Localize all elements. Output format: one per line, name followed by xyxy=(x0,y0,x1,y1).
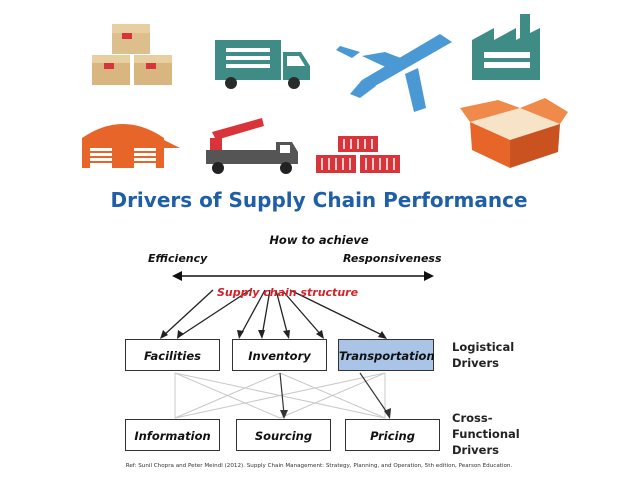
supply-chain-structure-label: Supply chain structure xyxy=(217,286,359,299)
vertical-arrowheads xyxy=(280,408,391,419)
driver-box-transportation: Transportation xyxy=(338,339,435,371)
open-box-icon xyxy=(460,98,568,168)
cross-line3: Drivers xyxy=(452,443,499,457)
driver-box-facilities: Facilities xyxy=(125,339,220,371)
diagram-title: Drivers of Supply Chain Performance xyxy=(110,188,528,212)
cross-functional-drivers-label: Cross- Functional Drivers xyxy=(452,410,520,458)
reference-citation: Ref: Sunil Chopra and Peter Meindl (2012… xyxy=(125,463,513,469)
logistical-line1: Logistical xyxy=(452,340,515,354)
driver-box-inventory: Inventory xyxy=(232,339,327,371)
logistical-line2: Drivers xyxy=(452,356,499,370)
arrowheads xyxy=(160,330,387,339)
boxes-icon xyxy=(92,24,172,85)
cross-line1: Cross- xyxy=(452,411,493,425)
how-to-achieve-label: How to achieve xyxy=(269,233,369,247)
forklift-truck-icon xyxy=(206,118,298,174)
efficiency-responsiveness-arrow xyxy=(172,271,434,281)
driver-box-sourcing: Sourcing xyxy=(236,419,331,451)
vertical-arrows xyxy=(279,372,389,415)
driver-box-pricing: Pricing xyxy=(345,419,440,451)
truck-icon xyxy=(215,40,310,89)
responsiveness-label: Responsiveness xyxy=(343,252,442,265)
factory-icon xyxy=(472,14,540,80)
airplane-icon xyxy=(336,34,452,112)
cross-line2: Functional xyxy=(452,427,520,441)
driver-cross-links xyxy=(174,372,386,419)
warehouse-icon xyxy=(82,124,180,168)
efficiency-label: Efficiency xyxy=(148,252,208,265)
structure-to-drivers-arrows xyxy=(162,289,385,337)
containers-icon xyxy=(316,136,400,173)
logistical-drivers-label: Logistical Drivers xyxy=(452,339,514,371)
driver-box-information: Information xyxy=(125,419,220,451)
